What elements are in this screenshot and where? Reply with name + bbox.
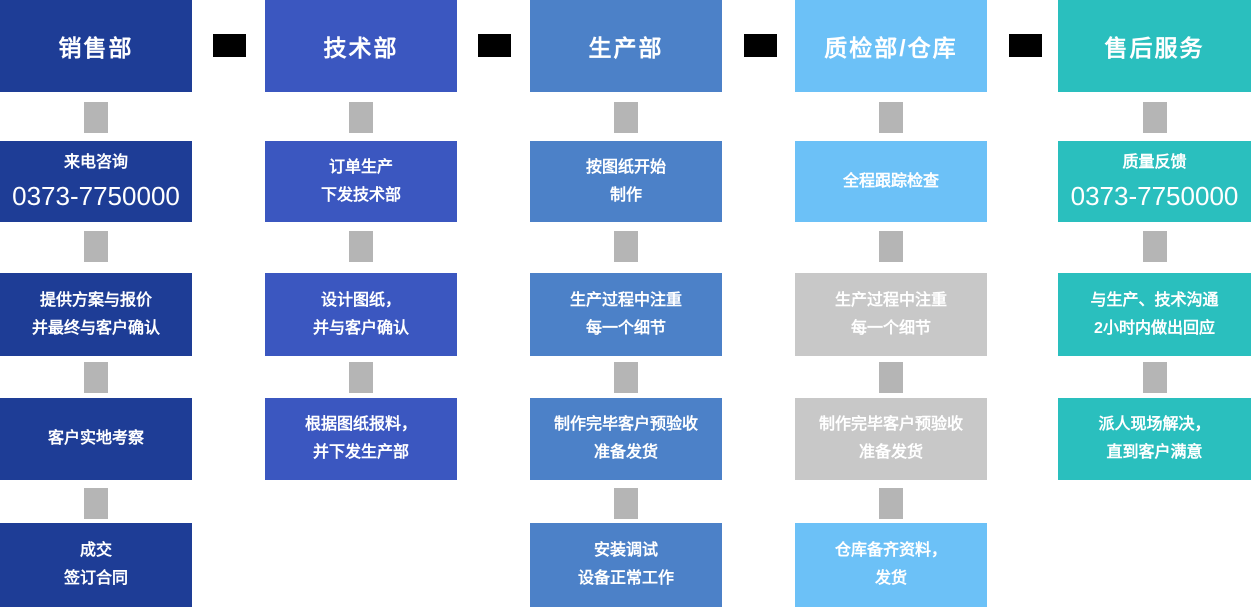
step-box-pre-acceptance-gray: 制作完毕客户预验收 准备发货 bbox=[795, 398, 987, 480]
step-text: 提供方案与报价 bbox=[39, 291, 152, 309]
phone-number: 0373-7750000 bbox=[12, 180, 180, 211]
step-text: 订单生产 bbox=[328, 158, 393, 176]
step-text: 2小时内做出回应 bbox=[1094, 319, 1215, 337]
step-box-start-production: 按图纸开始 制作 bbox=[530, 141, 722, 222]
step-text: 来电咨询 bbox=[63, 153, 128, 171]
step-box-warehouse-ship: 仓库备齐资料， 发货 bbox=[795, 523, 987, 607]
step-text: 生产过程中注重 bbox=[569, 291, 682, 309]
step-text: 客户实地考察 bbox=[47, 430, 144, 447]
department-header-aftersales: 售后服务 bbox=[1058, 0, 1251, 92]
flow-connector bbox=[879, 362, 903, 393]
department-title: 质检部/仓库 bbox=[824, 35, 958, 61]
step-box-call-inquiry: 来电咨询 0373-7750000 bbox=[0, 141, 192, 222]
column-aftersales: 售后服务 质量反馈 0373-7750000 与生产、技术沟通 2小时内做出回应… bbox=[1058, 0, 1251, 607]
flow-connector bbox=[614, 362, 638, 393]
flow-connector bbox=[349, 102, 373, 133]
header-connector bbox=[478, 34, 511, 57]
department-title: 技术部 bbox=[323, 35, 399, 61]
step-box-attention-details: 生产过程中注重 每一个细节 bbox=[530, 273, 722, 356]
header-connector bbox=[1009, 34, 1042, 57]
step-text: 制作 bbox=[609, 186, 642, 204]
step-text: 设计图纸， bbox=[320, 291, 401, 309]
step-text: 成交 bbox=[79, 542, 112, 559]
step-box-proposal-quote: 提供方案与报价 并最终与客户确认 bbox=[0, 273, 192, 356]
flow-connector bbox=[614, 231, 638, 262]
step-text: 安装调试 bbox=[593, 542, 658, 559]
step-box-install-debug: 安装调试 设备正常工作 bbox=[530, 523, 722, 607]
flow-connector bbox=[84, 488, 108, 519]
step-text: 每一个细节 bbox=[585, 319, 666, 337]
flow-connector bbox=[349, 362, 373, 393]
step-text: 签订合同 bbox=[63, 570, 128, 587]
step-box-response-2hours: 与生产、技术沟通 2小时内做出回应 bbox=[1058, 273, 1251, 356]
step-text: 直到客户满意 bbox=[1106, 444, 1203, 461]
step-text: 并最终与客户确认 bbox=[31, 319, 160, 337]
step-box-material-report: 根据图纸报料， 并下发生产部 bbox=[265, 398, 457, 480]
step-text: 根据图纸报料， bbox=[304, 416, 417, 433]
department-header-production: 生产部 bbox=[530, 0, 722, 92]
step-text: 并下发生产部 bbox=[312, 444, 409, 461]
step-text: 派人现场解决， bbox=[1098, 416, 1211, 433]
phone-number: 0373-7750000 bbox=[1070, 180, 1239, 211]
department-header-qc-warehouse: 质检部/仓库 bbox=[795, 0, 987, 92]
step-text: 按图纸开始 bbox=[585, 158, 666, 176]
flow-connector bbox=[614, 488, 638, 519]
flow-connector bbox=[1142, 102, 1167, 133]
header-connector bbox=[744, 34, 777, 57]
flow-connector bbox=[349, 231, 373, 262]
step-text: 与生产、技术沟通 bbox=[1090, 291, 1219, 309]
step-text: 每一个细节 bbox=[850, 319, 931, 337]
column-tech: 技术部 订单生产 下发技术部 设计图纸， 并与客户确认 根据图纸报料， 并下发生… bbox=[265, 0, 457, 607]
step-text: 准备发货 bbox=[858, 444, 923, 461]
department-header-sales: 销售部 bbox=[0, 0, 192, 92]
step-box-design-drawings: 设计图纸， 并与客户确认 bbox=[265, 273, 457, 356]
step-text: 质量反馈 bbox=[1122, 153, 1187, 171]
step-box-order-dispatch: 订单生产 下发技术部 bbox=[265, 141, 457, 222]
step-text: 生产过程中注重 bbox=[834, 291, 947, 309]
step-box-pre-acceptance: 制作完毕客户预验收 准备发货 bbox=[530, 398, 722, 480]
flow-connector bbox=[1142, 362, 1167, 393]
flow-connector bbox=[84, 362, 108, 393]
step-box-onsite-resolution: 派人现场解决， 直到客户满意 bbox=[1058, 398, 1251, 480]
department-title: 生产部 bbox=[588, 35, 664, 61]
step-box-full-tracking: 全程跟踪检查 bbox=[795, 141, 987, 222]
flow-connector bbox=[879, 488, 903, 519]
flow-connector bbox=[84, 231, 108, 262]
step-box-site-visit: 客户实地考察 bbox=[0, 398, 192, 480]
step-text: 发货 bbox=[874, 570, 907, 587]
step-box-quality-feedback: 质量反馈 0373-7750000 bbox=[1058, 141, 1251, 222]
flow-connector bbox=[879, 231, 903, 262]
flow-connector bbox=[879, 102, 903, 133]
department-title: 售后服务 bbox=[1104, 35, 1205, 61]
step-text: 全程跟踪检查 bbox=[842, 172, 939, 190]
step-box-sign-contract: 成交 签订合同 bbox=[0, 523, 192, 607]
header-connector bbox=[213, 34, 246, 57]
step-box-attention-details-gray: 生产过程中注重 每一个细节 bbox=[795, 273, 987, 356]
step-text: 制作完毕客户预验收 bbox=[818, 416, 963, 433]
step-text: 仓库备齐资料， bbox=[834, 542, 947, 559]
step-text: 制作完毕客户预验收 bbox=[553, 416, 698, 433]
column-sales: 销售部 来电咨询 0373-7750000 提供方案与报价 并最终与客户确认 客… bbox=[0, 0, 192, 607]
department-header-tech: 技术部 bbox=[265, 0, 457, 92]
step-text: 下发技术部 bbox=[320, 186, 401, 204]
flow-connector bbox=[84, 102, 108, 133]
step-text: 并与客户确认 bbox=[312, 319, 409, 337]
flow-connector bbox=[1142, 231, 1167, 262]
flow-connector bbox=[614, 102, 638, 133]
step-text: 设备正常工作 bbox=[577, 570, 674, 587]
column-production: 生产部 按图纸开始 制作 生产过程中注重 每一个细节 制作完毕客户预验收 准备发… bbox=[530, 0, 722, 607]
column-qc-warehouse: 质检部/仓库 全程跟踪检查 生产过程中注重 每一个细节 制作完毕客户预验收 准备… bbox=[795, 0, 987, 607]
department-title: 销售部 bbox=[58, 35, 134, 61]
step-text: 准备发货 bbox=[593, 444, 658, 461]
